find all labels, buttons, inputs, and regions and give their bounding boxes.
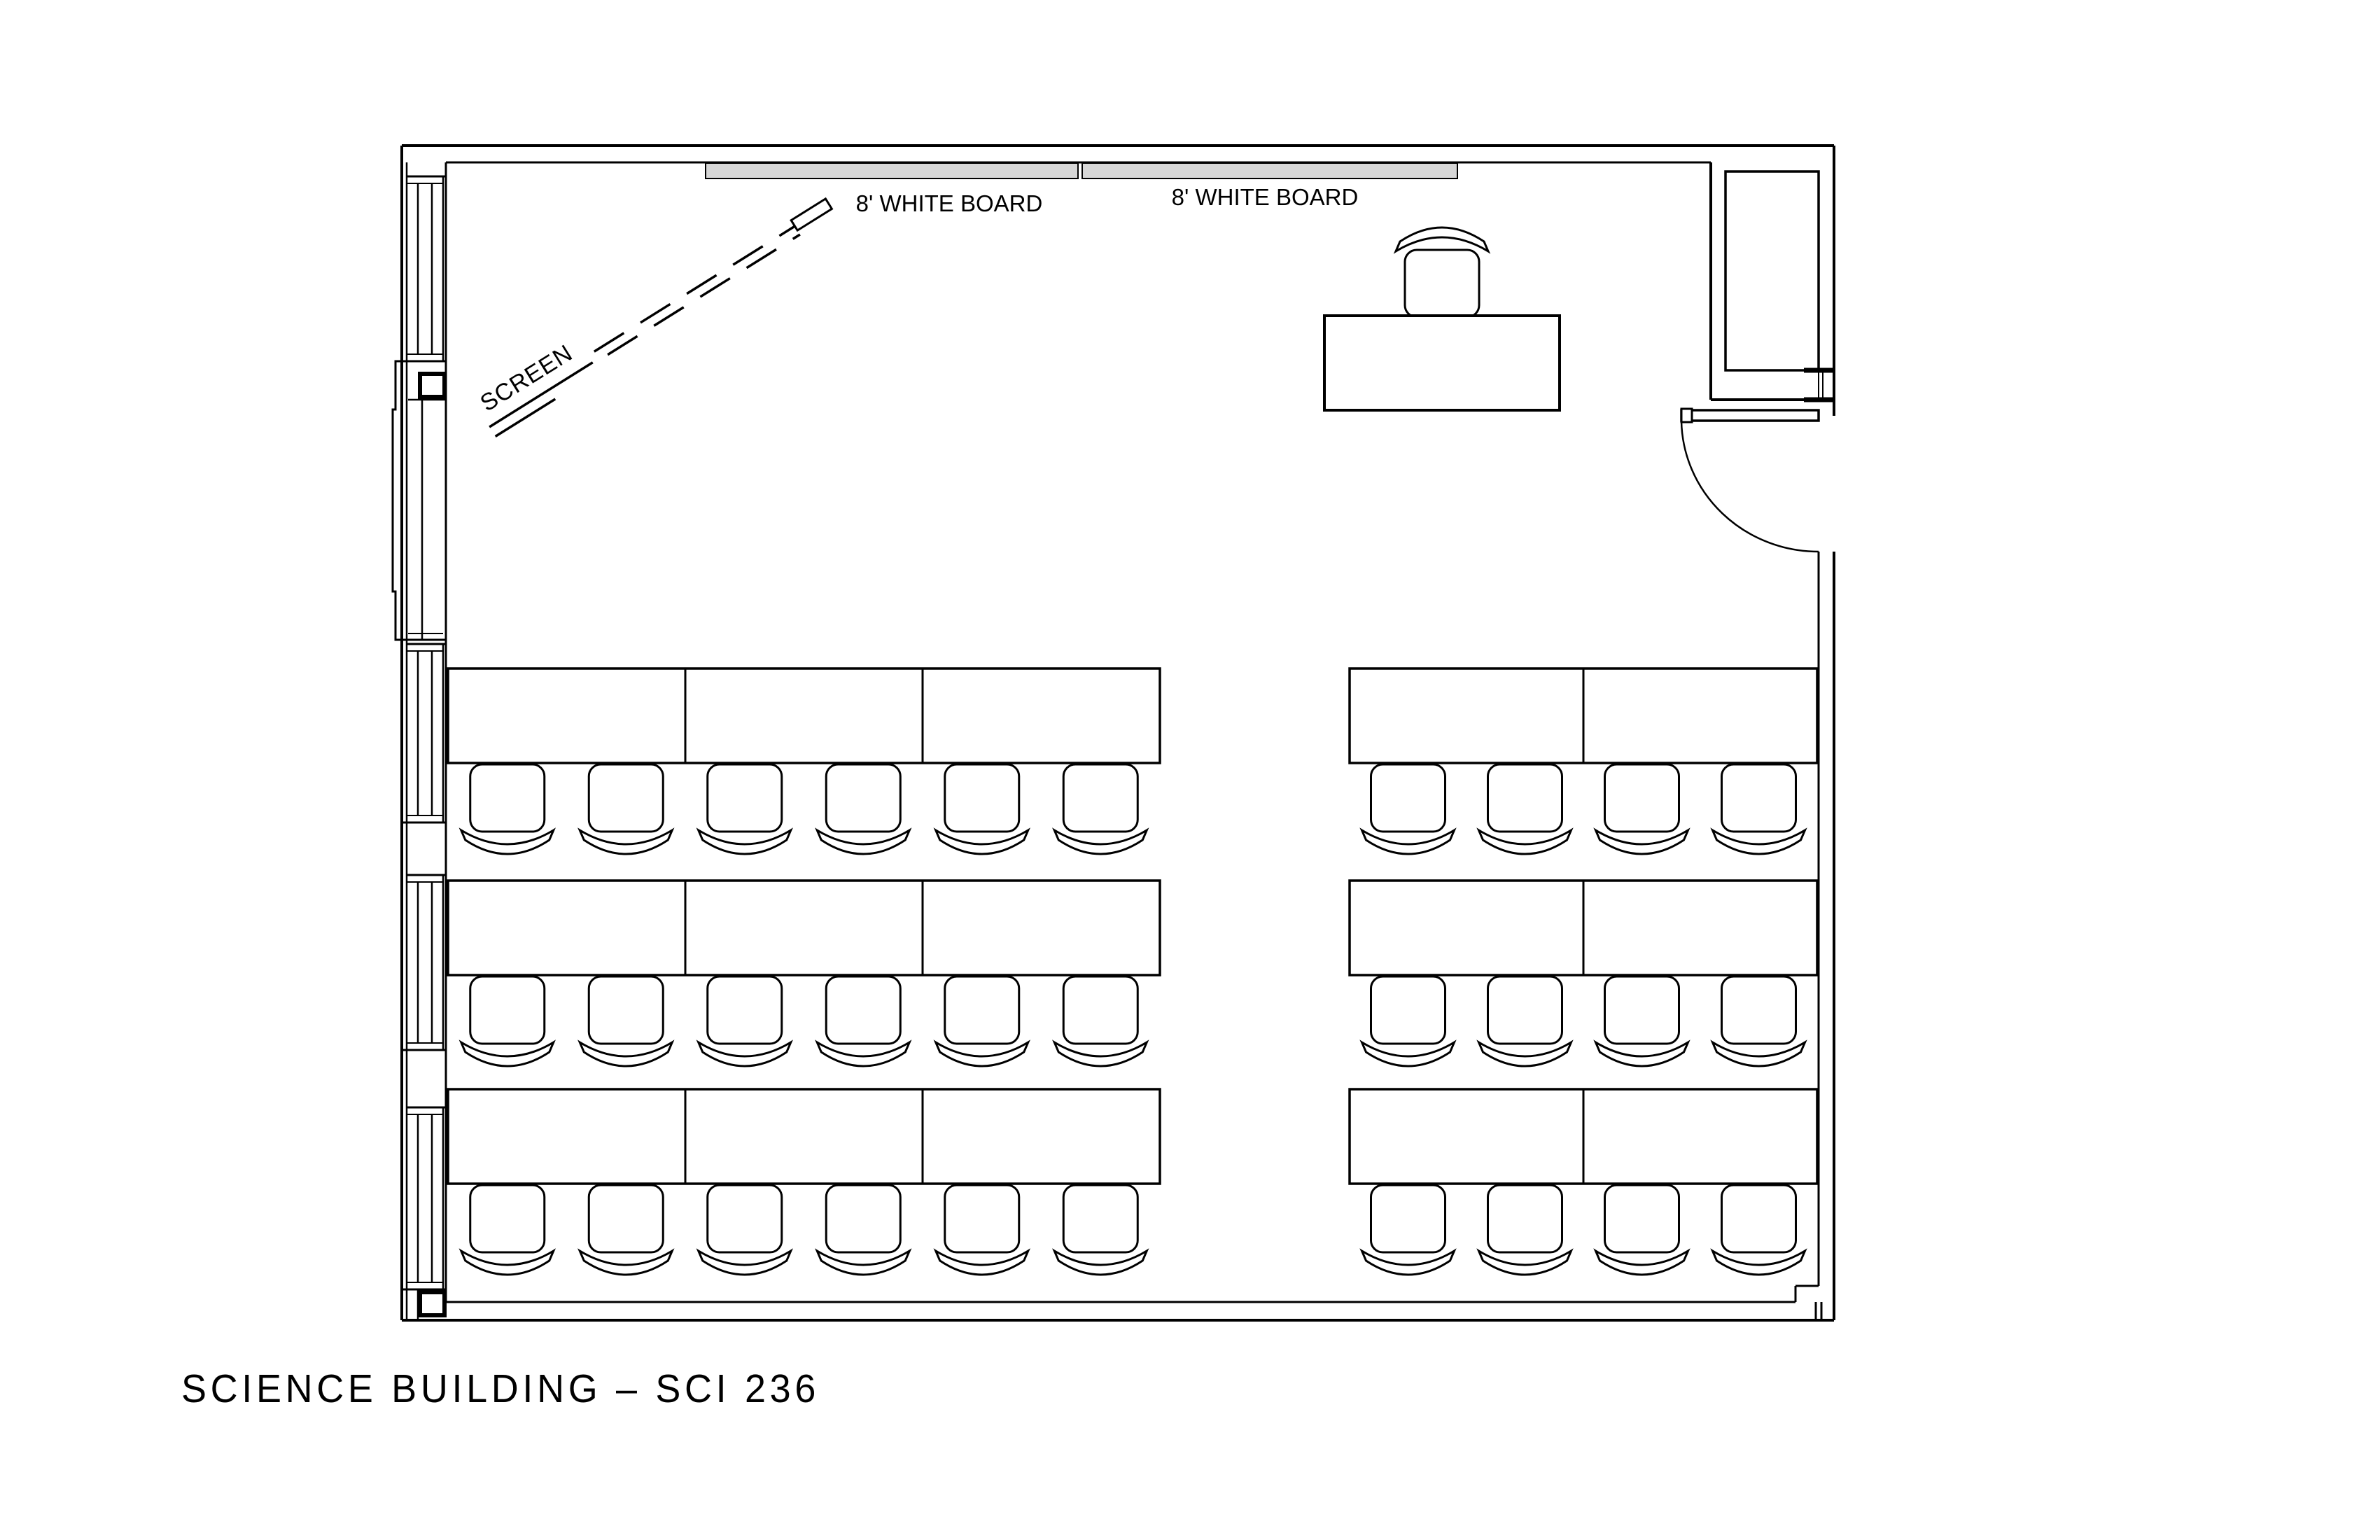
table-row-right-3-chair-4-seat (1721, 1184, 1797, 1254)
table-row-left-1-chair-6-back (1052, 827, 1149, 855)
table-row-right-2-chair-4-seat (1721, 975, 1797, 1045)
teacher-chair-seat (1404, 248, 1480, 318)
table-row-right-2-chair-1-back (1359, 1040, 1457, 1068)
window-pier-bump-outline (391, 360, 408, 641)
door-leaf-cap (1680, 407, 1693, 424)
table-row-left-3-chair-1-back (458, 1248, 556, 1276)
table-row-right-1-chair-3-seat (1604, 763, 1680, 833)
table-row-right-2-chair-4-back (1710, 1040, 1807, 1068)
table-row-right-1-chair-2-seat (1487, 763, 1563, 833)
table-row-right-2-chair-2-seat (1487, 975, 1563, 1045)
teacher-desk (1323, 314, 1561, 412)
table-row-left-2-chair-5-back (933, 1040, 1030, 1068)
table-row-right-3-chair-3-back (1593, 1248, 1690, 1276)
table-row-left-3-chair-6-back (1052, 1248, 1149, 1276)
table-row-left-2-chair-4-back (815, 1040, 912, 1068)
table-row-right-3-chair-2-back (1476, 1248, 1574, 1276)
screen-dash-line-2 (598, 233, 801, 361)
table-row-left-1-chair-2-seat (587, 763, 664, 833)
screen-end-cap (790, 197, 834, 232)
table-row-left-3-chair-4-seat (825, 1184, 902, 1254)
table-row-left-1-chair-5-back (933, 827, 1030, 855)
table-row-left-2-chair-5-seat (944, 975, 1021, 1045)
table-row-right-3-chair-1-seat (1370, 1184, 1446, 1254)
table-row-right-2-chair-3-seat (1604, 975, 1680, 1045)
table-row-right-1-chair-1-seat (1370, 763, 1446, 833)
table-row-left-2-chair-4-seat (825, 975, 902, 1045)
table-row-left-2-chair-6-back (1052, 1040, 1149, 1068)
table-row-right-3-chair-1-back (1359, 1248, 1457, 1276)
screen-dash-line-1 (593, 225, 796, 353)
table-row-left-3-chair-3-seat (706, 1184, 783, 1254)
teacher-chair-back (1393, 226, 1491, 254)
table-row-left-3-chair-2-seat (587, 1184, 664, 1254)
table-row-left-1-chair-5-seat (944, 763, 1021, 833)
table-row-right-1-chair-4-seat (1721, 763, 1797, 833)
mullion-box-bottom (418, 1290, 447, 1317)
table-row-left-2-chair-1-seat (469, 975, 546, 1045)
table-row-left-1-chair-3-back (696, 827, 793, 855)
table-row-left-2-chair-1-back (458, 1040, 556, 1068)
table-row-left-1-chair-2-back (578, 827, 675, 855)
table-row-right-3-chair-4-back (1710, 1248, 1807, 1276)
table-row-right-1-chair-3-back (1593, 827, 1690, 855)
walls-layer (391, 144, 1835, 1322)
table-row-right-2-chair-1-seat (1370, 975, 1446, 1045)
table-row-left-3-chair-3-back (696, 1248, 793, 1276)
table-row-left-2 (447, 879, 1161, 976)
table-row-left-3 (447, 1088, 1161, 1185)
whiteboard-right (1082, 162, 1458, 179)
screen-underline-1 (489, 361, 594, 428)
table-row-left-1-chair-1-seat (469, 763, 546, 833)
whiteboard-left (705, 162, 1079, 179)
table-row-left-3-chair-1-seat (469, 1184, 546, 1254)
table-row-right-3-chair-2-seat (1487, 1184, 1563, 1254)
table-row-left-2-chair-2-seat (587, 975, 664, 1045)
table-row-left-2-chair-3-back (696, 1040, 793, 1068)
table-row-left-1-chair-1-back (458, 827, 556, 855)
table-row-right-1-chair-1-back (1359, 827, 1457, 855)
table-row-left-3-chair-2-back (578, 1248, 675, 1276)
table-row-right-1-chair-2-back (1476, 827, 1574, 855)
table-row-left-3-chair-5-back (933, 1248, 1030, 1276)
furniture-layer (447, 226, 1819, 1276)
door-leaf (1680, 409, 1820, 422)
table-row-right-1-chair-4-back (1710, 827, 1807, 855)
table-row-right-3-chair-3-seat (1604, 1184, 1680, 1254)
table-row-right-2-chair-3-back (1593, 1040, 1690, 1068)
table-row-left-1-chair-3-seat (706, 763, 783, 833)
projection-screen-dashes (489, 197, 834, 438)
table-row-left-1 (447, 667, 1161, 764)
table-row-left-3-chair-5-seat (944, 1184, 1021, 1254)
whiteboard-left-label: 8' WHITE BOARD (856, 190, 1043, 216)
whiteboard-right-label: 8' WHITE BOARD (1172, 184, 1359, 210)
closet-box (1724, 170, 1820, 372)
table-row-left-3-chair-6-seat (1062, 1184, 1139, 1254)
table-row-left-1-chair-6-seat (1062, 763, 1139, 833)
door-swing-arc (1680, 420, 1819, 553)
table-row-left-1-chair-4-seat (825, 763, 902, 833)
table-row-left-2-chair-3-seat (706, 975, 783, 1045)
table-row-right-2-chair-2-back (1476, 1040, 1574, 1068)
table-row-left-2-chair-6-seat (1062, 975, 1139, 1045)
table-row-left-1-chair-4-back (815, 827, 912, 855)
mullion-box-top (418, 372, 447, 399)
drawing-title: SCIENCE BUILDING – SCI 236 (181, 1366, 820, 1411)
windows-layer (402, 175, 446, 1291)
screen-label: SCREEN (475, 340, 577, 416)
table-row-left-2-chair-2-back (578, 1040, 675, 1068)
projection-screen: SCREEN (475, 197, 834, 438)
table-row-left-3-chair-4-back (815, 1248, 912, 1276)
screen-underline-2 (494, 398, 556, 438)
